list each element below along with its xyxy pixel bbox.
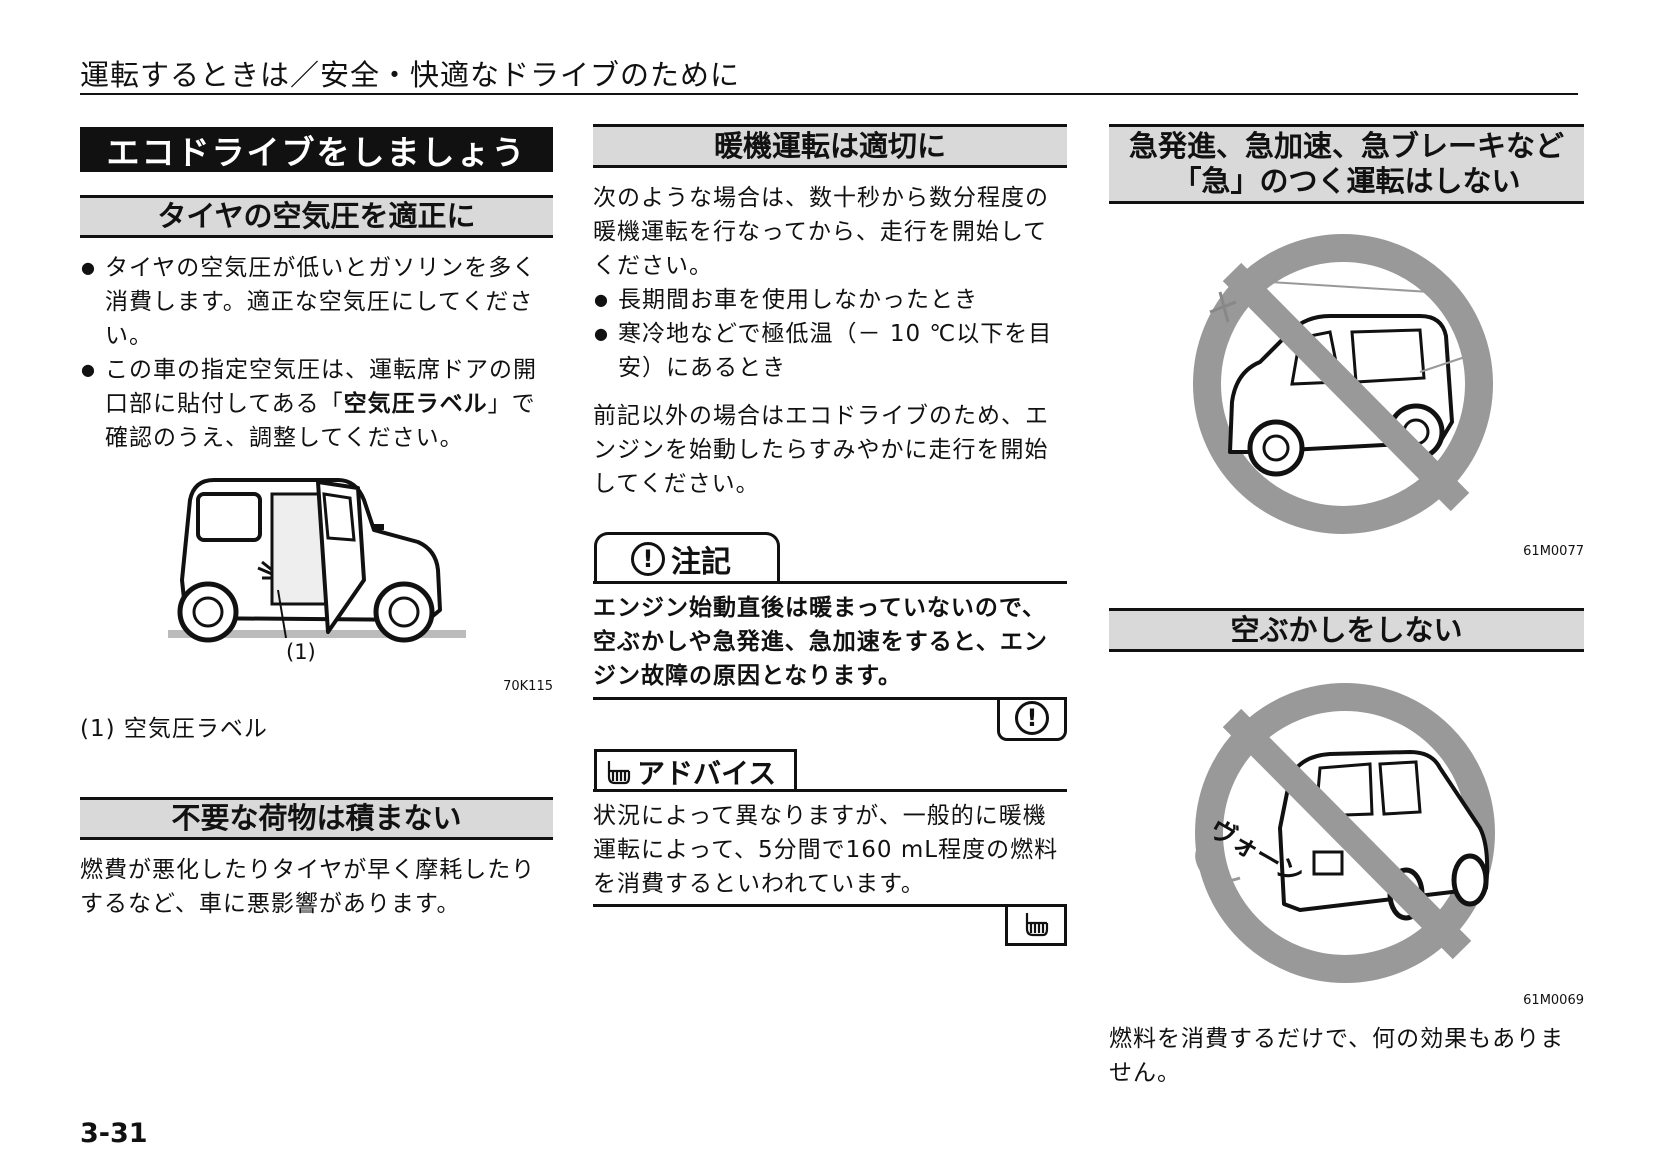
- note-label: 注記: [671, 544, 731, 580]
- note-tab: ! 注記: [594, 532, 780, 582]
- note-top-rule: [593, 581, 1067, 584]
- pointing-hand-icon: [1025, 912, 1049, 936]
- section-heading-cargo: 不要な荷物は積まない: [80, 797, 553, 840]
- section-heading-tire: タイヤの空気圧を適正に: [80, 195, 553, 238]
- warmup-outro: 前記以外の場合はエコドライブのため、エンジンを始動したらすみやかに走行を開始して…: [593, 403, 1049, 497]
- image-code-61M0077: 61M0077: [1523, 544, 1584, 559]
- advice-tab: アドバイス: [594, 749, 797, 791]
- image-code-70K115: 70K115: [503, 679, 553, 694]
- sudden-heading-line1: 急発進、急加速、急ブレーキなど: [1128, 129, 1564, 164]
- section-heading-idle: 空ぶかしをしない: [1109, 608, 1584, 652]
- tire-body: タイヤの空気圧が低いとガソリンを多く消費します。適正な空気圧にしてください。 こ…: [80, 251, 555, 455]
- warmup-intro: 次のような場合は、数十秒から数分程度の暖機運転を行なってから、走行を開始してくだ…: [593, 185, 1049, 279]
- pointing-hand-icon: [607, 760, 631, 784]
- idle-text: 燃料を消費するだけで、何の効果もありません。: [1109, 1026, 1565, 1086]
- callout-number: (1): [286, 640, 316, 664]
- exclamation-circle-icon: !: [631, 541, 665, 576]
- advice-text: 状況によって異なりますが、一般的に暖機運転によって、5分間で160 mL程度の燃…: [593, 803, 1059, 897]
- pressure-label-term: 空気圧ラベル: [343, 391, 488, 417]
- page-number: 3-31: [80, 1118, 148, 1149]
- cargo-text: 燃費が悪化したりタイヤが早く摩耗したりするなど、車に悪影響があります。: [80, 857, 536, 917]
- note-end-mark: !: [997, 697, 1067, 741]
- exclamation-circle-icon: !: [1015, 700, 1049, 735]
- warmup-bullet-1: 長期間お車を使用しなかったとき: [593, 283, 1069, 317]
- no-sudden-driving-illustration: [1193, 234, 1493, 534]
- car-open-door-illustration: [168, 478, 466, 643]
- advice-end-mark: [1005, 904, 1067, 946]
- image-code-61M0069: 61M0069: [1523, 993, 1584, 1008]
- advice-label: アドバイス: [637, 756, 777, 790]
- section-heading-sudden: 急発進、急加速、急ブレーキなど 「急」のつく運転はしない: [1109, 124, 1584, 204]
- advice-bottom-rule: [593, 904, 1067, 907]
- tire-bullet-2: この車の指定空気圧は、運転席ドアの開口部に貼付してある「空気圧ラベル」で確認のう…: [80, 353, 555, 455]
- warmup-body: 次のような場合は、数十秒から数分程度の暖機運転を行なってから、走行を開始してくだ…: [593, 181, 1069, 501]
- sudden-heading-line2: 「急」のつく運転はしない: [1172, 164, 1521, 198]
- note-text: エンジン始動直後は暖まっていないので、空ぶかしや急発進、急加速をすると、エンジン…: [593, 595, 1048, 689]
- header-divider: [80, 93, 1578, 95]
- warmup-bullet-2: 寒冷地などで極低温（－ 10 ℃以下を目安）にあるとき: [593, 317, 1069, 385]
- main-title: エコドライブをしましょう: [80, 127, 553, 172]
- no-idle-revving-illustration: [1195, 683, 1495, 983]
- tire-bullet-1: タイヤの空気圧が低いとガソリンを多く消費します。適正な空気圧にしてください。: [80, 251, 555, 353]
- note-bottom-rule: [593, 697, 1067, 700]
- advice-top-rule: [593, 789, 1067, 792]
- section-heading-warmup: 暖機運転は適切に: [593, 124, 1067, 168]
- page-header-title: 運転するときは／安全・快適なドライブのために: [80, 58, 741, 92]
- figure-caption: (1) 空気圧ラベル: [80, 716, 268, 742]
